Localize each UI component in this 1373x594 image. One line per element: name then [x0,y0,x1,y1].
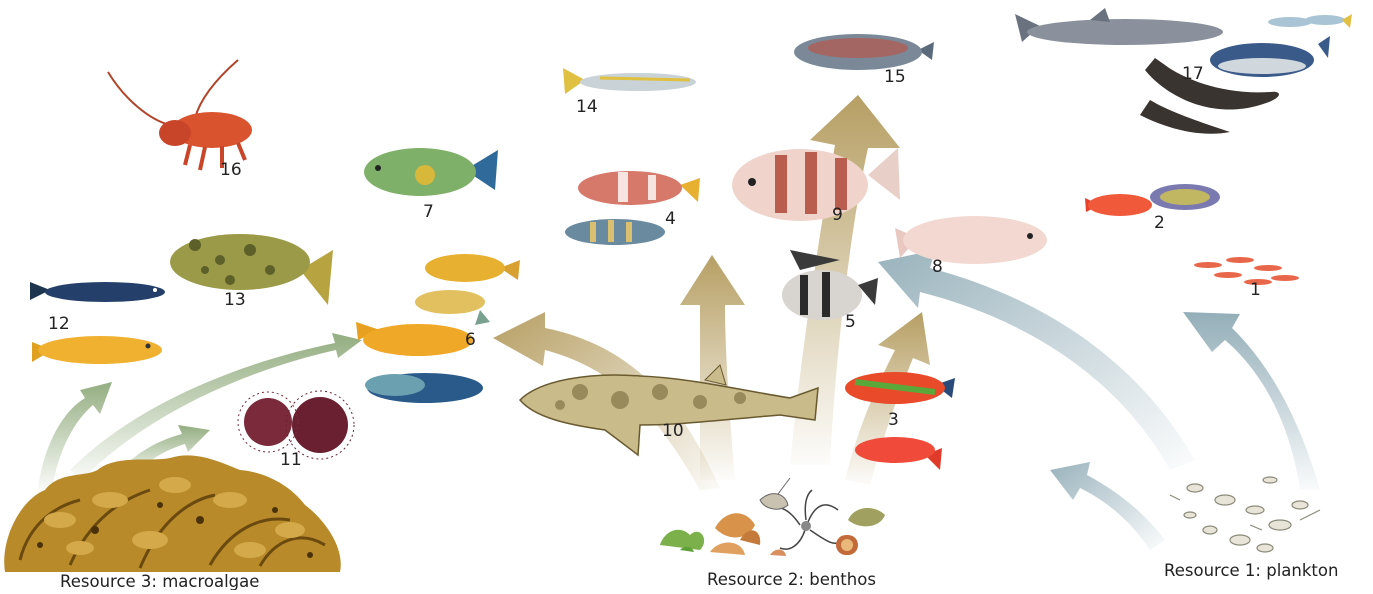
species-12-yellow-fish [32,336,162,364]
species-number-7: 7 [423,202,434,222]
species-number-2: 2 [1154,213,1165,233]
species-15-fish [794,34,934,70]
species-number-16: 16 [220,160,242,180]
species-9-fish [732,148,900,221]
resource-label-macroalgae: Resource 3: macroalgae [60,572,259,590]
species-2-fishes [1085,184,1220,216]
species-12-blue-fish [30,282,165,302]
benthos-illustration [660,478,885,556]
species-7-fish [364,148,498,196]
species-1-fishes [1194,257,1299,285]
species-13-spotted-fish [170,234,333,305]
plankton-arrow-to-1 [1183,312,1320,490]
resource-label-benthos: Resource 2: benthos [707,570,876,589]
species-3-fish [845,372,955,470]
species-number-3: 3 [888,410,899,430]
species-5-fish [782,250,878,320]
species-number-15: 15 [884,67,906,87]
species-number-5: 5 [845,312,856,332]
species-11-urchins [238,391,354,459]
species-number-4: 4 [665,209,676,229]
species-number-1: 1 [1250,280,1261,300]
species-number-10: 10 [662,421,684,441]
species-number-12: 12 [48,314,70,334]
species-number-11: 11 [280,450,302,470]
plankton-arrow-to-mid [1050,462,1165,550]
species-16-lobster [108,60,252,170]
species-14-fish [563,68,696,94]
species-number-8: 8 [932,257,943,277]
plankton-illustration [1170,477,1320,552]
species-number-17: 17 [1182,64,1204,84]
resource-label-plankton: Resource 1: plankton [1164,561,1338,580]
species-10-shark [520,365,818,455]
species-number-14: 14 [576,97,598,117]
species-4-fish [565,171,700,245]
species-number-6: 6 [465,330,476,350]
species-number-13: 13 [224,290,246,310]
species-number-9: 9 [832,205,843,225]
species-6-fishes [356,254,520,403]
